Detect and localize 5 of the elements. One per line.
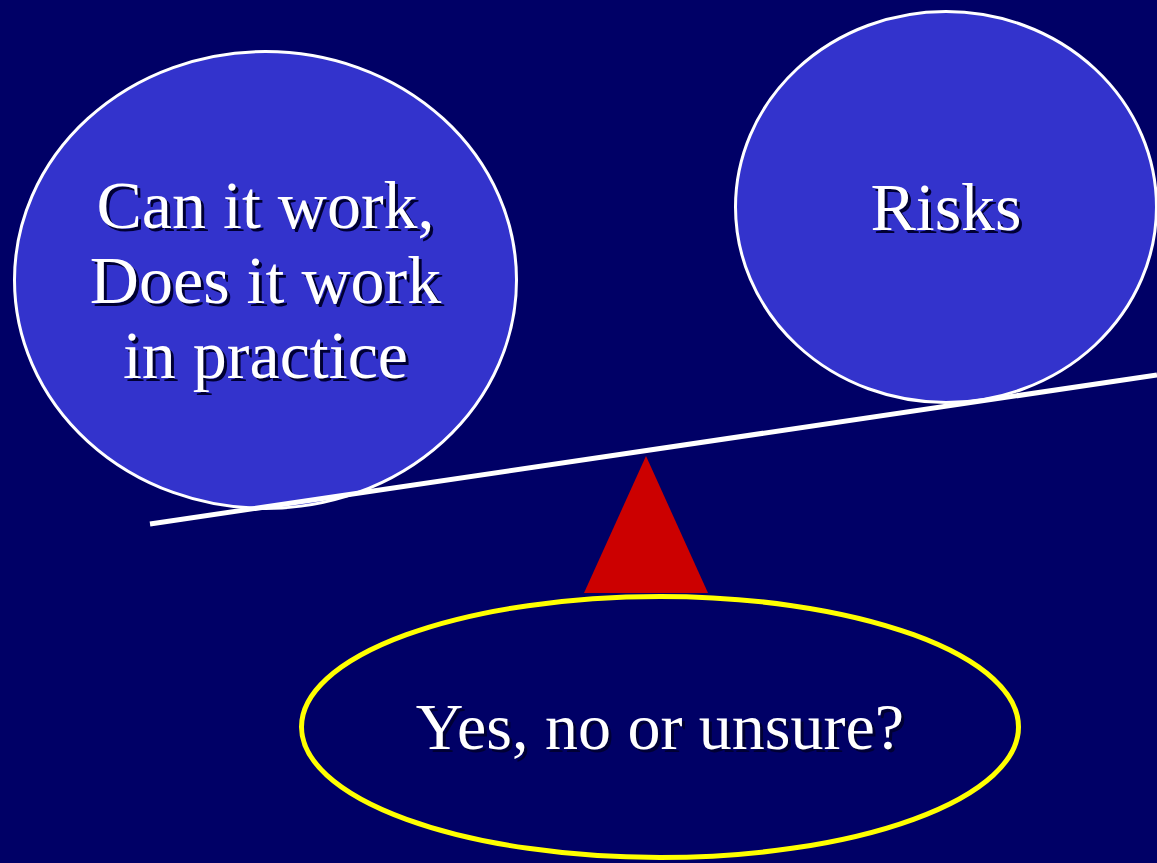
- node-label: Risks: [869, 169, 1023, 245]
- circle-node: [13, 50, 518, 510]
- node-label: Yes, no or unsure?: [414, 690, 906, 764]
- node-label: Can it work, Does it work in practice: [88, 167, 443, 393]
- oval-node: [299, 594, 1021, 860]
